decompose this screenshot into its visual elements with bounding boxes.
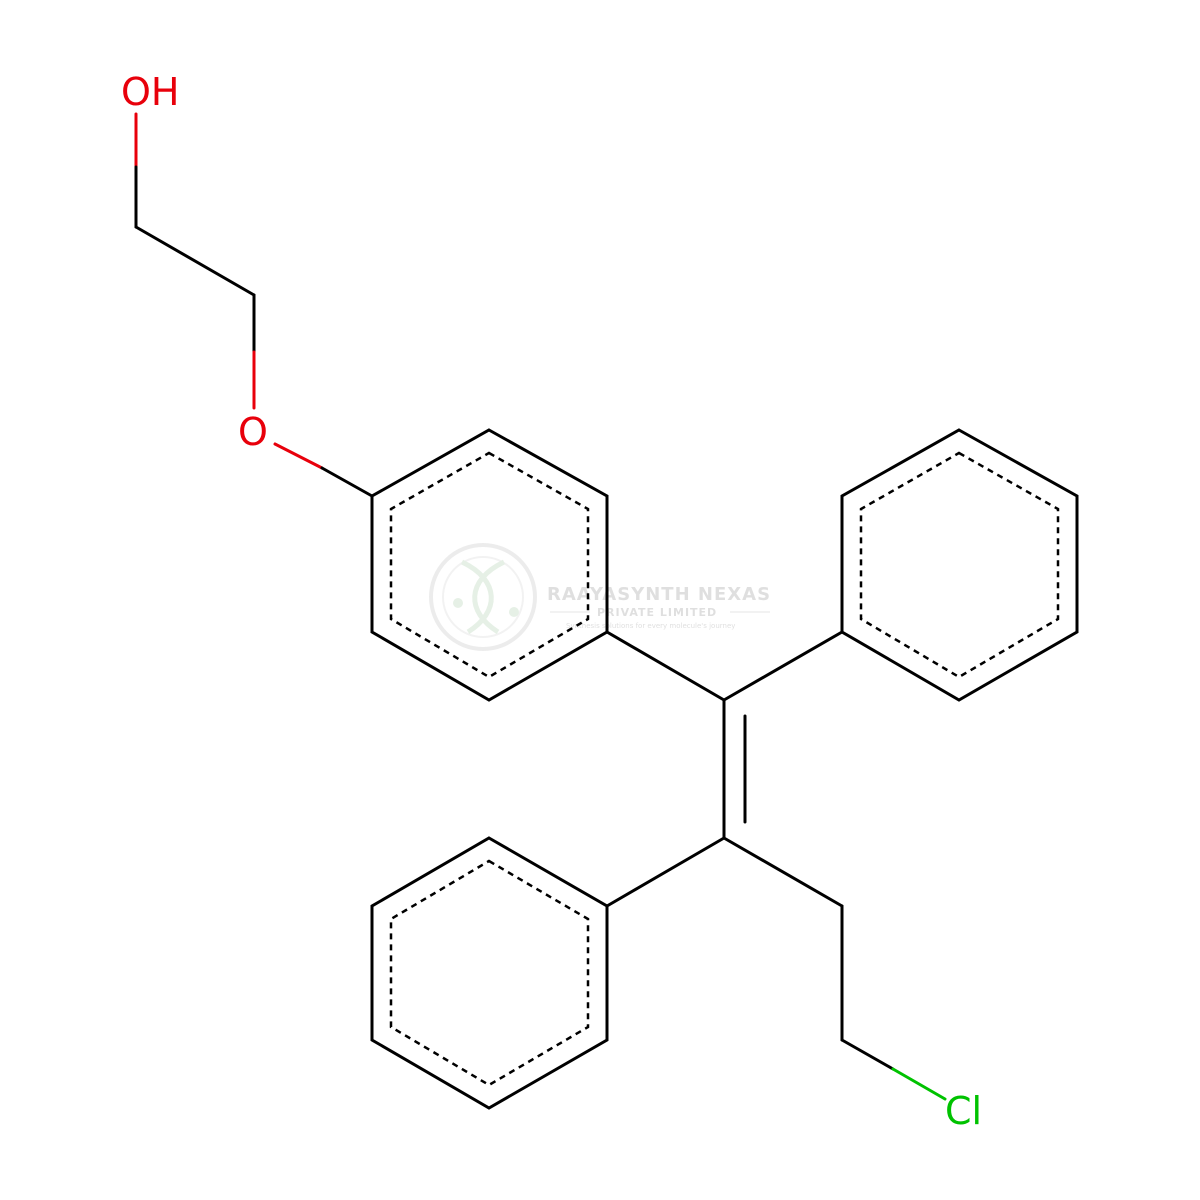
bond-c-c bbox=[840, 1038, 895, 1071]
ring-outer bbox=[370, 428, 609, 702]
alkene-core bbox=[605, 630, 844, 908]
hydroxyethyl-chain bbox=[134, 112, 374, 498]
watermark-tagline: Synthesis solutions for every molecule's… bbox=[566, 622, 735, 630]
benzene-ring-a bbox=[370, 428, 609, 702]
atom-label-hydroxyl: OH bbox=[121, 70, 179, 114]
bond-c-cl bbox=[891, 1067, 947, 1101]
watermark-node-icon bbox=[509, 607, 519, 617]
benzene-ring-b bbox=[840, 428, 1079, 702]
watermark-company: RAAYASYNTH NEXAS bbox=[547, 584, 771, 605]
bond-ring-b-alkene bbox=[722, 630, 844, 702]
ring-aromatic-inner bbox=[859, 451, 1060, 679]
ring-outer bbox=[370, 836, 609, 1110]
watermark-dna-icon bbox=[460, 559, 506, 635]
ring-aromatic-inner bbox=[389, 451, 590, 679]
ring-aromatic-inner bbox=[389, 859, 590, 1087]
atom-label-chlorine: Cl bbox=[945, 1089, 982, 1133]
atom-label-ether-oxygen: O bbox=[238, 410, 268, 454]
ring-outer bbox=[840, 428, 1079, 702]
watermark-subtitle: PRIVATE LIMITED bbox=[597, 606, 717, 619]
benzene-ring-c bbox=[370, 836, 609, 1110]
bond-c-c bbox=[134, 225, 256, 297]
bond-alkene-ring-c bbox=[605, 836, 726, 908]
watermark-node-icon bbox=[453, 598, 463, 608]
chloroethyl-chain bbox=[840, 904, 947, 1101]
watermark-logo-inner bbox=[442, 556, 524, 638]
bond-alkene-ch2 bbox=[722, 836, 844, 908]
watermark-logo-ring bbox=[429, 543, 537, 651]
watermark: RAAYASYNTH NEXAS PRIVATE LIMITED Synthes… bbox=[429, 543, 771, 651]
bond-o-c bbox=[320, 466, 374, 498]
bond-o-c bbox=[273, 442, 324, 470]
bond-ring-a-alkene bbox=[605, 630, 726, 702]
